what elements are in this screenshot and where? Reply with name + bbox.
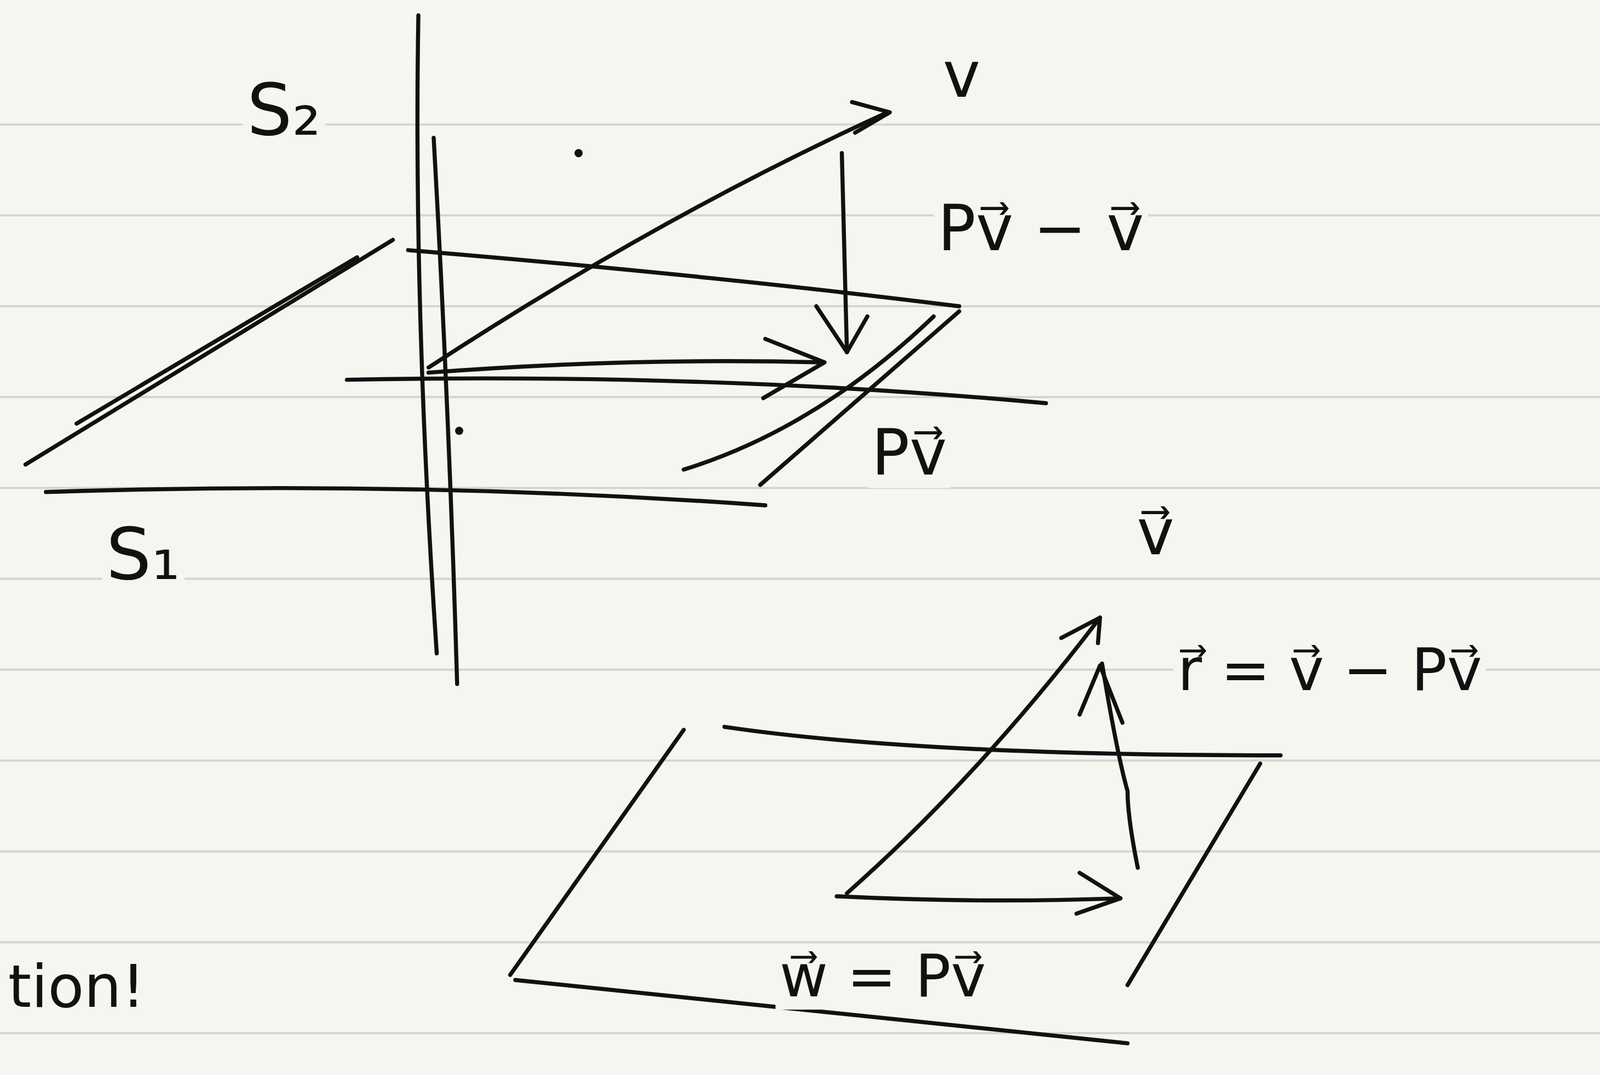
top-figure — [25, 15, 1046, 684]
handwritten-label: tion! — [3, 954, 149, 1020]
bottom-figure — [510, 617, 1281, 1043]
ruled-lines — [0, 124, 1600, 1033]
handwritten-label: Pv⃗ — [867, 418, 951, 489]
handwritten-label: S₁ — [102, 515, 185, 595]
handwritten-label: v⃗ — [1132, 497, 1179, 568]
handwritten-label: v — [938, 40, 985, 111]
handwritten-label: S₂ — [242, 71, 325, 151]
handwritten-label: r⃗ = v⃗ − Pv⃗ — [1173, 637, 1487, 703]
handwritten-label: Pv⃗ − v⃗ — [933, 194, 1149, 264]
handwritten-label: w⃗ = Pv⃗ — [775, 943, 990, 1009]
